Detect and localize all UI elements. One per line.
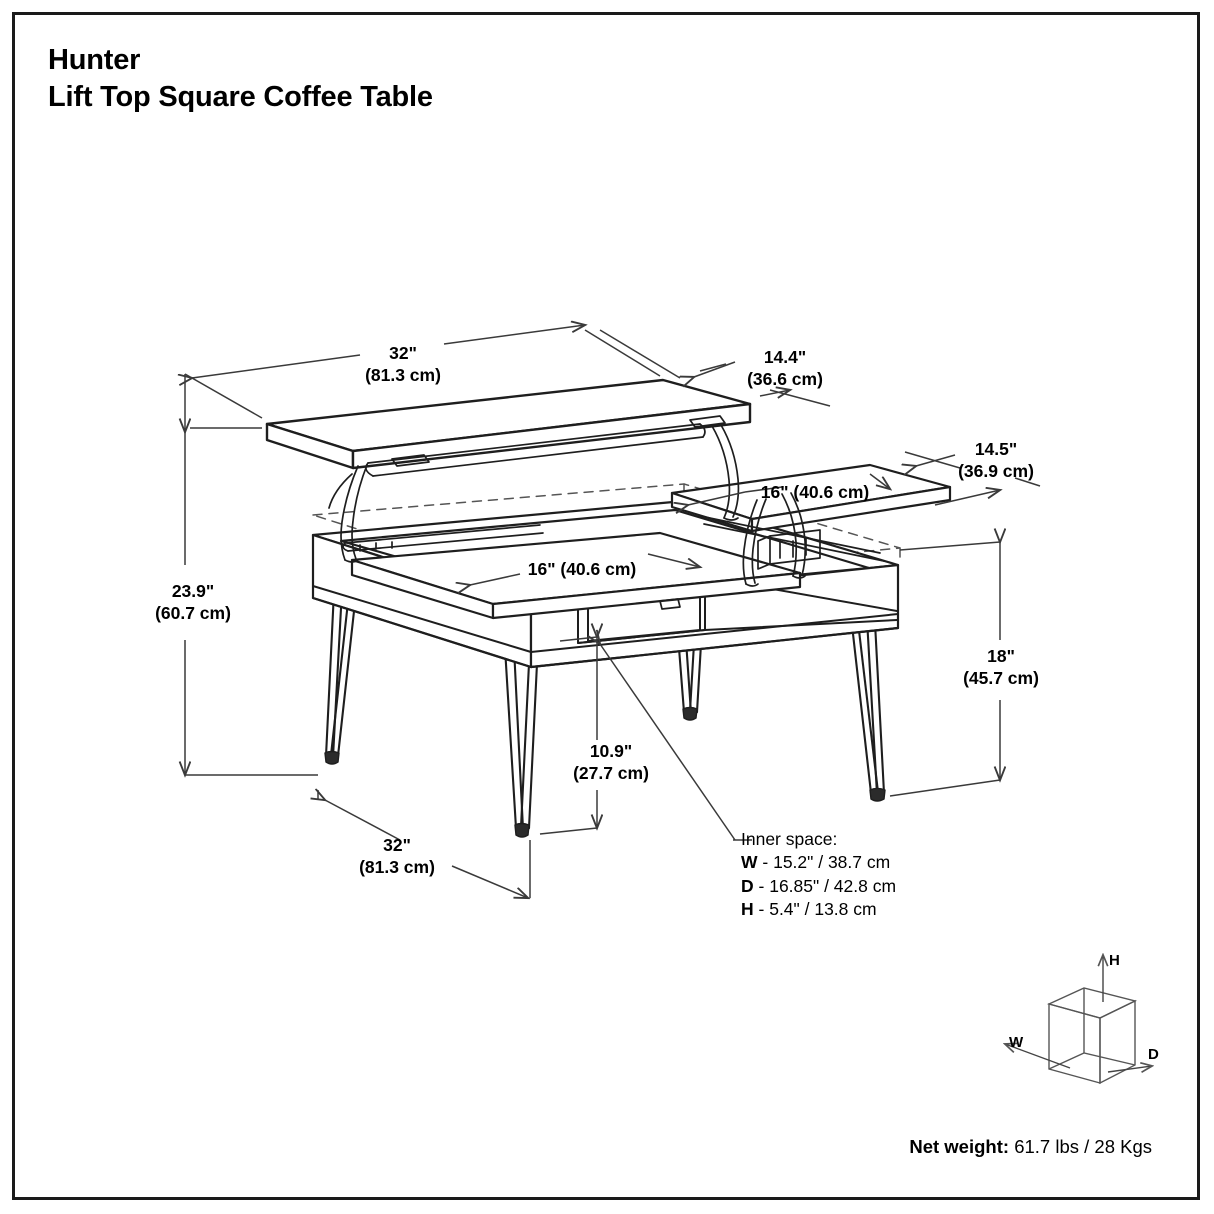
inner-space-row-h: H - 5.4" / 13.8 cm <box>741 898 896 921</box>
inner-space-value-w: - 15.2" / 38.7 cm <box>762 852 891 873</box>
brand-title: Hunter <box>48 44 141 76</box>
inner-space-callout: Inner space: W - 15.2" / 38.7 cm D - 16.… <box>741 828 896 921</box>
net-weight-value: 61.7 lbs / 28 Kgs <box>1014 1136 1152 1157</box>
inner-space-value-d: - 16.85" / 42.8 cm <box>758 875 897 896</box>
ext-depth-left <box>599 329 681 379</box>
inner-space-key-h: H <box>741 899 754 920</box>
dim-label-base-width: 32" (81.3 cm) <box>359 835 435 878</box>
dim-label-second-panel-width: 16" (40.6 cm) <box>760 482 870 502</box>
inner-space-key-w: W <box>741 852 758 873</box>
dim-label-leg-clearance: 10.9" (27.7 cm) <box>573 741 649 784</box>
legend-height-label: H <box>1109 952 1120 969</box>
legend-width-label: W <box>1009 1034 1024 1051</box>
dim-label-lifted-height: 23.9" (60.7 cm) <box>155 581 231 624</box>
dimension-lines <box>184 325 1041 898</box>
inner-space-heading: Inner space: <box>741 829 838 849</box>
dim-label-table-height: 18" (45.7 cm) <box>963 646 1039 689</box>
legend-depth-label: D <box>1148 1046 1159 1063</box>
dim-label-top-depth: 14.4" (36.6 cm) <box>747 347 823 390</box>
dim-label-second-panel-depth: 14.5" (36.9 cm) <box>958 439 1034 482</box>
inner-space-key-d: D <box>741 875 754 896</box>
ext-top-right <box>584 329 661 377</box>
wdh-legend-cube <box>1005 955 1152 1085</box>
width-axis-arrow <box>1005 1044 1071 1069</box>
ext-top-left <box>184 373 263 419</box>
dim-label-top-width: 32" (81.3 cm) <box>365 343 441 386</box>
lift-mechanism-hardware <box>328 415 885 610</box>
inner-space-row-w: W - 15.2" / 38.7 cm <box>741 851 896 874</box>
depth-axis-arrow <box>1107 1066 1152 1072</box>
leg-foot-caps <box>324 706 886 838</box>
inner-space-row-d: D - 16.85" / 42.8 cm <box>741 875 896 898</box>
main-lift-top-panel <box>265 378 752 470</box>
inner-space-value-h: - 5.4" / 13.8 cm <box>758 899 877 920</box>
net-weight-line: Net weight: 61.7 lbs / 28 Kgs <box>909 1136 1152 1158</box>
product-title: Lift Top Square Coffee Table <box>48 81 433 114</box>
net-weight-label: Net weight: <box>909 1136 1010 1157</box>
dim-label-lower-panel-width: 16" (40.6 cm) <box>527 559 637 579</box>
title-block: Hunter Lift Top Square Coffee Table <box>48 42 433 116</box>
